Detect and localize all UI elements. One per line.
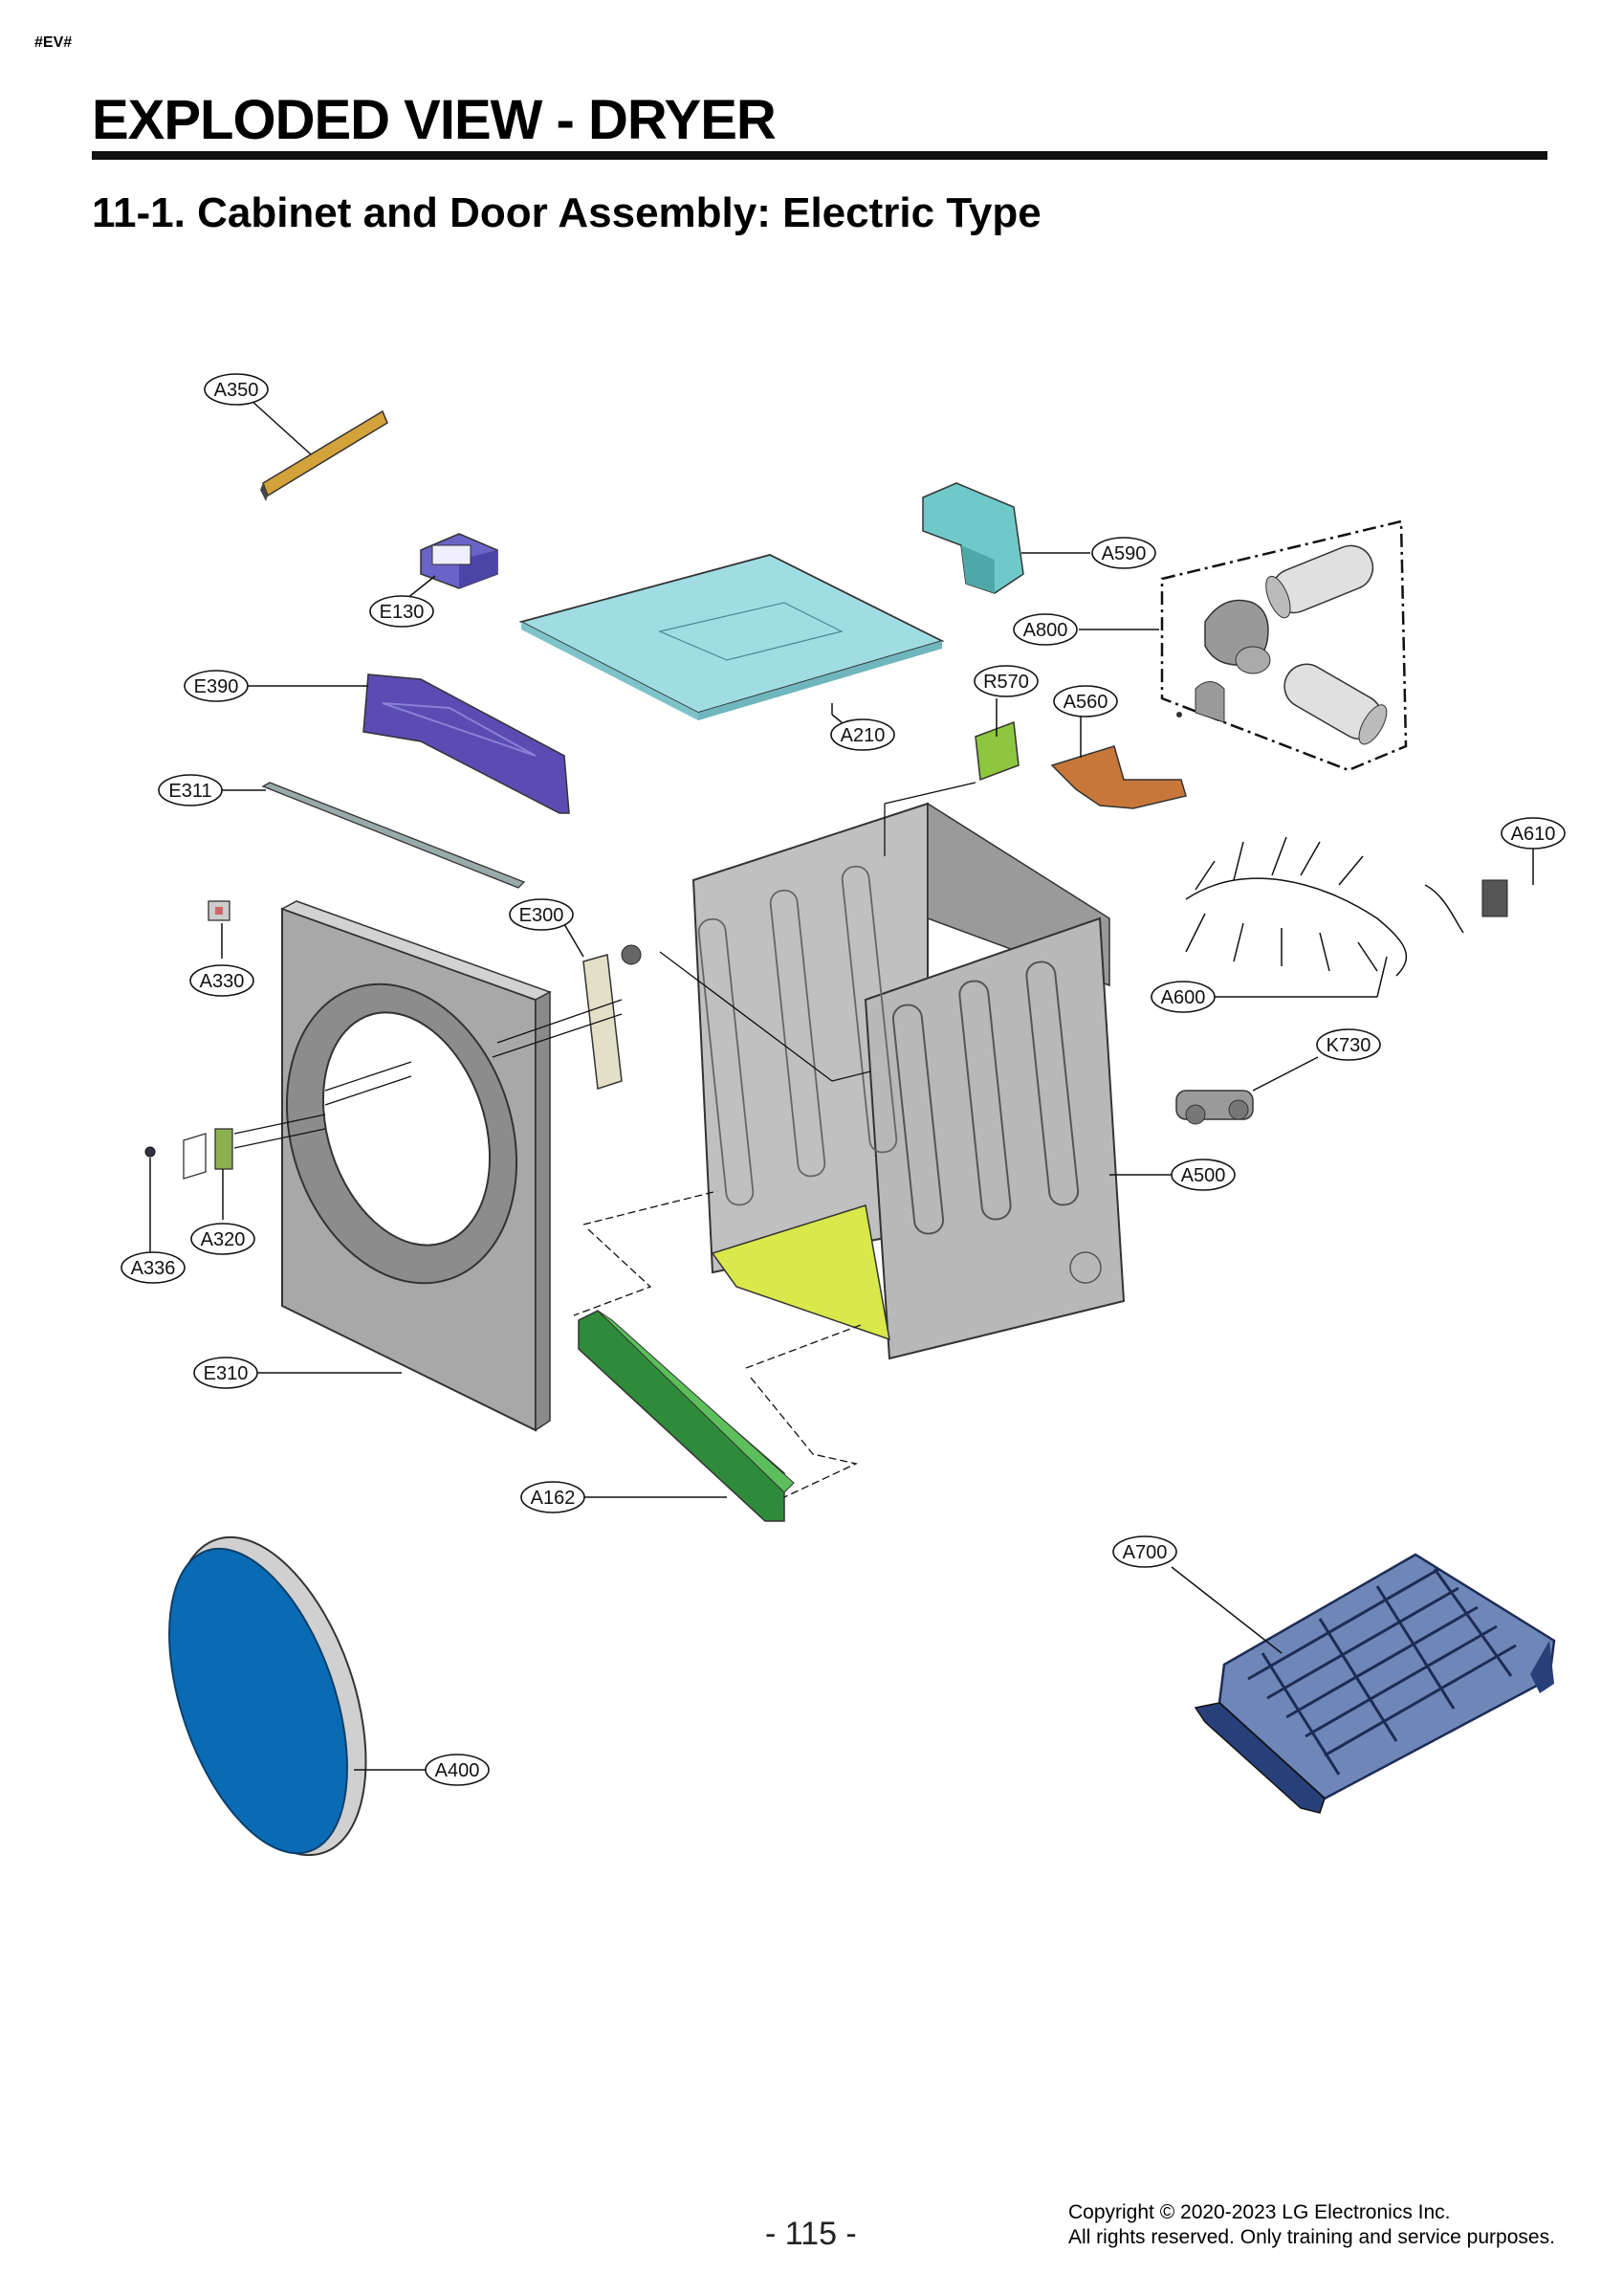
copyright-line-2: All rights reserved. Only training and s… [1068,2226,1555,2248]
assembly-guide-lines [233,782,976,1498]
callout-e311: E311 [158,774,223,806]
svg-text:E311: E311 [168,781,211,802]
callout-a600: A600 [1151,981,1216,1013]
callout-a610: A610 [1501,817,1566,850]
svg-text:A400: A400 [435,1760,480,1781]
svg-text:A500: A500 [1181,1165,1226,1186]
callout-a162: A162 [520,1481,585,1513]
svg-text:A700: A700 [1123,1542,1168,1563]
svg-text:K730: K730 [1327,1035,1371,1056]
section-subtitle: 11-1. Cabinet and Door Assembly: Electri… [92,189,1042,236]
svg-text:A600: A600 [1161,987,1206,1008]
copyright-line-1: Copyright © 2020-2023 LG Electronics Inc… [1068,2201,1451,2223]
svg-text:E130: E130 [380,602,425,623]
part-e390-panel [362,673,570,814]
svg-text:A560: A560 [1064,692,1108,713]
part-a162-support [578,1310,795,1522]
part-a600-harness [1185,836,1407,977]
part-a210-top-plate [518,554,945,720]
callout-r570: R570 [974,665,1039,697]
callout-a330: A330 [189,964,254,997]
callout-a350: A350 [204,373,269,406]
part-a610-sensor [1424,879,1508,934]
callout-a400: A400 [425,1754,490,1786]
callout-a500: A500 [1171,1159,1236,1191]
callout-a336: A336 [121,1251,186,1284]
copyright-notice: Copyright © 2020-2023 LG Electronics Inc… [1068,2200,1555,2250]
callout-e130: E130 [369,595,434,628]
part-a320-latch [183,1128,233,1180]
part-a350-bracket [260,409,388,501]
page-number: - 115 - [765,2216,857,2252]
part-a590-duct [922,482,1024,594]
svg-text:E300: E300 [519,905,564,926]
page-title: EXPLODED VIEW - DRYER [92,89,777,151]
callout-a320: A320 [190,1223,255,1255]
part-a800-duct-kit [1160,519,1408,772]
part-a336-screw [144,1146,156,1158]
part-e311-strip [261,782,526,889]
part-e300-hinge [582,944,642,1090]
part-a330-switch [208,900,230,921]
svg-text:E310: E310 [204,1363,249,1384]
svg-text:A162: A162 [531,1488,576,1509]
svg-text:E390: E390 [194,676,239,697]
part-e310-front-panel [280,900,552,1432]
callout-a800: A800 [1013,613,1078,646]
title-rule [92,151,1547,160]
callout-k730: K730 [1316,1028,1381,1061]
page-tag: #EV# [34,34,73,51]
callout-e310: E310 [193,1357,258,1389]
callout-a590: A590 [1091,537,1156,569]
svg-text:A210: A210 [841,725,886,746]
svg-text:A610: A610 [1511,824,1556,845]
part-a560-bracket [1050,745,1187,809]
callout-e300: E300 [509,898,574,931]
part-e130-housing [420,533,498,589]
callout-a560: A560 [1053,685,1118,718]
svg-text:A590: A590 [1102,543,1147,564]
svg-text:A320: A320 [201,1229,246,1250]
part-a700-rack [1194,1553,1556,1814]
svg-text:A330: A330 [200,971,245,992]
part-a400-door [168,1535,367,1857]
callout-a700: A700 [1112,1535,1177,1568]
svg-text:A350: A350 [214,380,259,401]
part-r570-bracket [975,720,1020,782]
callout-e390: E390 [184,670,249,702]
callout-a210: A210 [830,718,895,751]
svg-text:A800: A800 [1023,620,1068,641]
svg-text:R570: R570 [983,672,1029,693]
part-a500-cabinet [691,802,1126,1360]
part-k730-valve [1175,1090,1254,1125]
svg-text:A336: A336 [131,1258,176,1279]
